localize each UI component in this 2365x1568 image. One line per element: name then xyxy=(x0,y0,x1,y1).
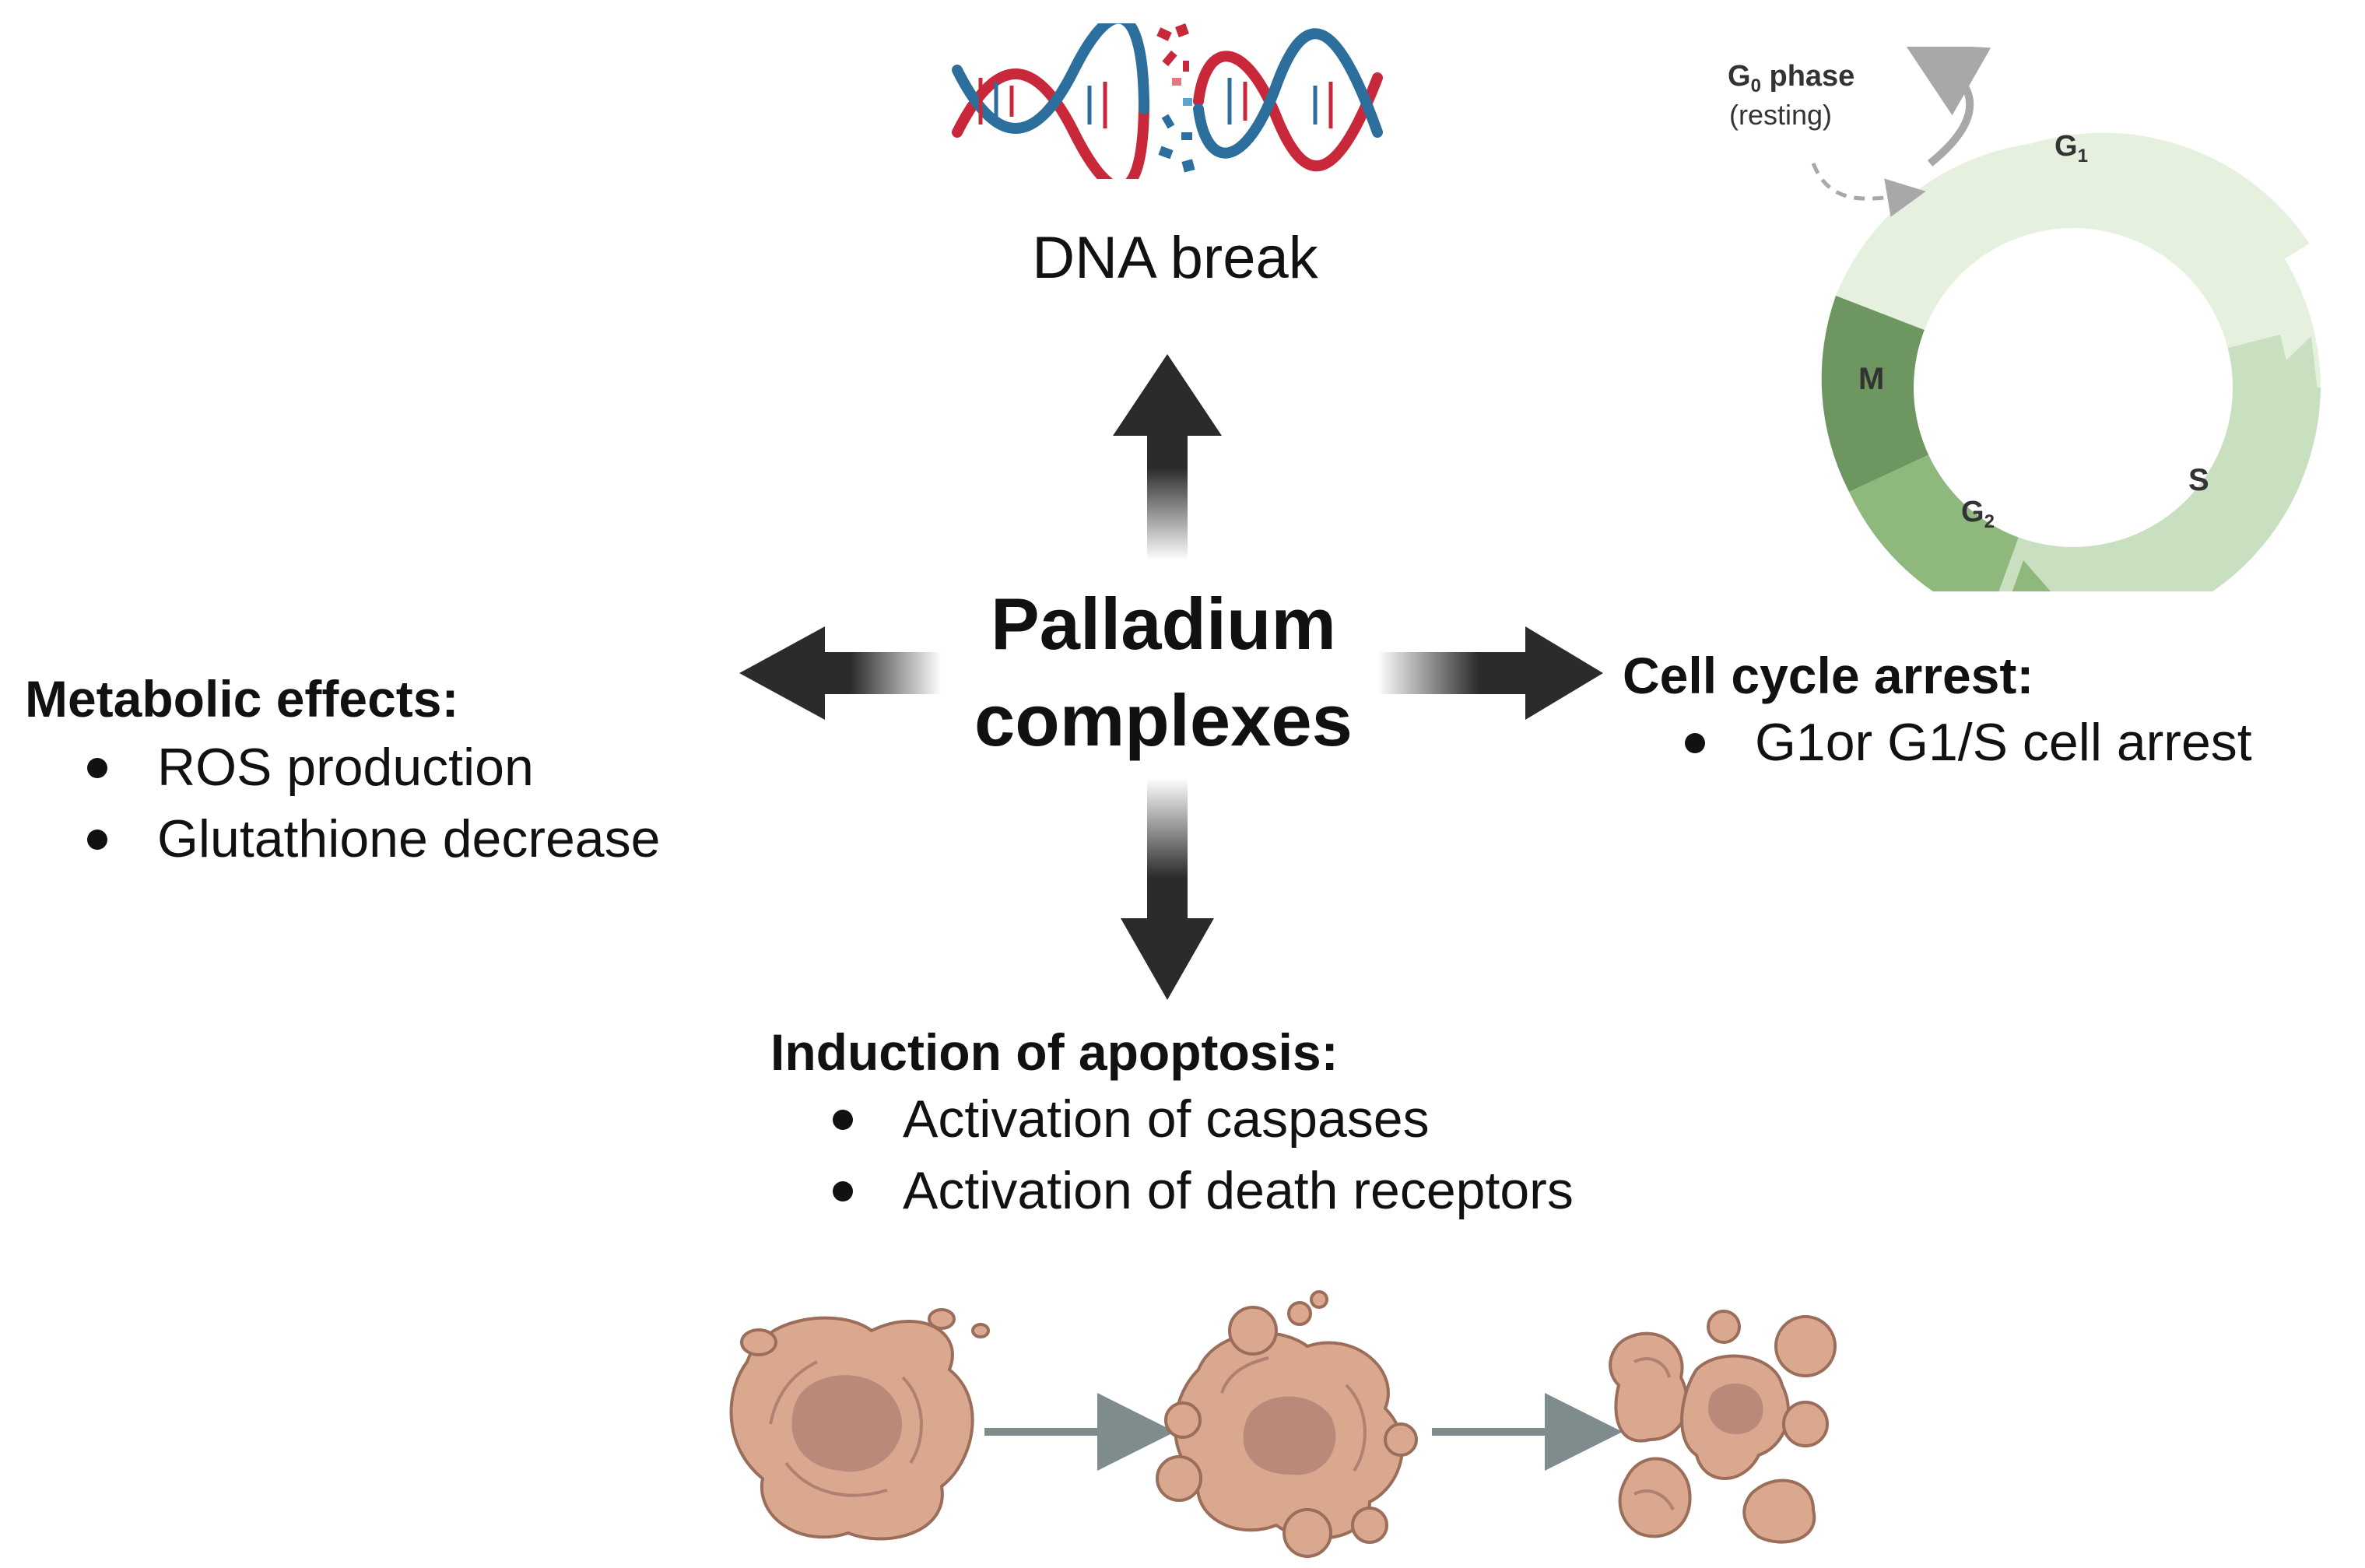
list-item: Activation of caspases xyxy=(833,1083,1574,1155)
apoptosis-block: Induction of apoptosis: Activation of ca… xyxy=(770,1021,1574,1226)
bullet-icon xyxy=(833,1110,853,1130)
blebbing-cell-icon xyxy=(1156,1290,1418,1558)
healthy-cell-icon xyxy=(729,1308,990,1541)
arrow-left xyxy=(739,626,942,720)
center-title-line2: complexes xyxy=(974,679,1353,761)
resting-label: (resting) xyxy=(1729,99,1832,131)
apoptosis-cells-illustration xyxy=(729,1290,1837,1558)
dna-break-label: DNA break xyxy=(1032,225,1318,291)
metabolic-effects-block: Metabolic effects: ROS production Glutat… xyxy=(25,668,660,875)
bullet-icon xyxy=(87,758,107,778)
g0-label: G0 phase xyxy=(1728,60,1854,96)
arrow-up xyxy=(1113,354,1222,560)
list-item: Glutathione decrease xyxy=(87,803,660,875)
cell-cycle-arrest-block: Cell cycle arrest: G1or G1/S cell arrest xyxy=(1623,644,2252,778)
apoptosis-heading: Induction of apoptosis: xyxy=(770,1023,1339,1081)
list-item: Activation of death receptors xyxy=(833,1155,1574,1226)
list-item: ROS production xyxy=(87,731,660,803)
cell-cycle-list: G1or G1/S cell arrest xyxy=(1685,707,2252,778)
arrow-right xyxy=(1377,626,1603,720)
g2-label: G2 xyxy=(1961,496,1995,532)
bullet-icon xyxy=(833,1181,853,1201)
dna-break-icon xyxy=(952,23,1383,179)
metabolic-list: ROS production Glutathione decrease xyxy=(87,731,660,875)
cell-cycle-heading: Cell cycle arrest: xyxy=(1623,647,2034,704)
center-title: Palladium complexes xyxy=(918,576,1409,769)
center-title-line1: Palladium xyxy=(990,583,1337,665)
bullet-icon xyxy=(1685,733,1705,753)
s-label: S xyxy=(2188,463,2209,497)
metabolic-heading: Metabolic effects: xyxy=(25,670,459,728)
cell-cycle-diagram: G0 phase (resting) G1 S G2 M xyxy=(1728,47,2321,591)
arrow-down xyxy=(1121,778,1214,1000)
list-item: G1or G1/S cell arrest xyxy=(1685,707,2252,778)
m-label: M xyxy=(1858,362,1884,396)
bullet-icon xyxy=(87,830,107,850)
g1-label: G1 xyxy=(2054,130,2088,167)
apoptotic-bodies-icon xyxy=(1609,1310,1837,1544)
apoptosis-list: Activation of caspases Activation of dea… xyxy=(833,1083,1574,1226)
